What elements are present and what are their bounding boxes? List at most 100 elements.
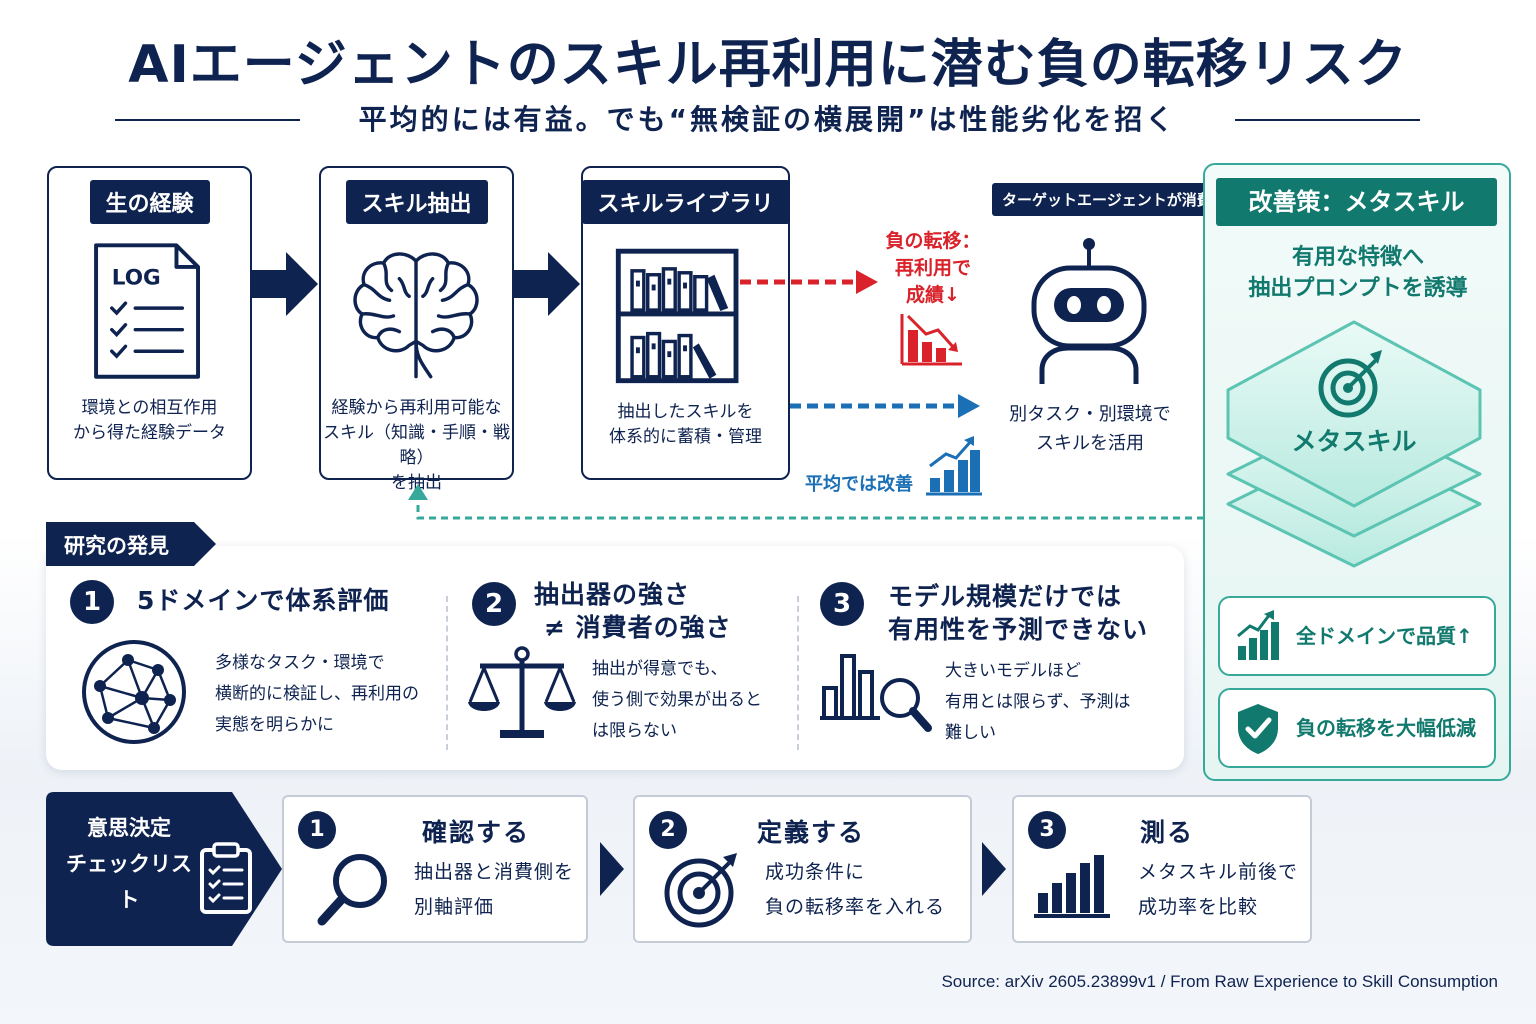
checklist-2-title: 定義する	[757, 818, 866, 847]
average-transfer-arrow	[790, 394, 980, 418]
flow-arrow-2	[514, 252, 580, 316]
flow-badge-extract: スキル抽出	[345, 180, 488, 224]
library-desc-line2: 体系的に蓄積・管理	[609, 427, 762, 447]
bar-chart-up-icon	[926, 436, 982, 496]
checklist-header-line2: チェックリスト	[66, 852, 192, 912]
checklist-3-desc-line2: 成功率を比較	[1138, 896, 1259, 918]
raw-desc-line2: から得た経験データ	[73, 423, 226, 443]
meta-skill-layers-icon: メタスキル	[1226, 320, 1482, 568]
checklist-1-title: 確認する	[422, 818, 531, 847]
finding-1-number: 1	[70, 580, 114, 624]
bar-chart-icon	[1034, 855, 1110, 918]
finding-1-desc: 多様なタスク・環境で 横断的に検証し、再利用の 実態を明らかに	[215, 648, 419, 741]
checklist-1-desc-line2: 別軸評価	[414, 896, 495, 918]
log-document-icon: LOG	[94, 243, 200, 379]
checklist-item-1: 1 確認する 抽出器と消費側を 別軸評価	[282, 795, 588, 943]
finding-2-title: 抽出器の強さ ≠ 消費者の強さ	[534, 578, 732, 644]
checklist-item-3: 3 測る メタスキル前後で 成功率を比較	[1012, 795, 1312, 943]
network-globe-icon	[82, 640, 186, 744]
feedback-arrow	[408, 484, 1204, 520]
findings-tab-label: 研究の発見	[64, 534, 169, 558]
robot-icon	[1031, 238, 1147, 384]
target-desc-line2: スキルを活用	[1036, 433, 1144, 454]
checklist-header-line1: 意思決定	[87, 816, 171, 840]
finding-1-desc-line1: 多様なタスク・環境で	[215, 653, 385, 673]
finding-1-desc-line3: 実態を明らかに	[215, 715, 334, 735]
bar-chart-down-icon	[900, 314, 962, 366]
average-improvement-label: 平均では改善	[805, 474, 913, 495]
finding-3-number: 3	[820, 582, 864, 626]
negative-line3: 成績↓	[906, 284, 960, 306]
finding-3-desc: 大きいモデルほど 有用とは限らず、予測は 難しい	[945, 656, 1130, 749]
flow-badge-library: スキルライブラリ	[581, 180, 790, 224]
source-citation: Source: arXiv 2605.23899v1 / From Raw Ex…	[941, 972, 1498, 991]
negative-transfer-arrow	[740, 270, 878, 294]
checklist-2-desc-line2: 負の転移率を入れる	[765, 896, 946, 918]
checklist-1-number: 1	[298, 811, 336, 849]
checklist-3-number: 3	[1028, 811, 1066, 849]
raw-desc-line1: 環境との相互作用	[81, 398, 218, 418]
subtitle-rule-left	[115, 119, 300, 121]
chart-magnifier-icon	[820, 654, 932, 732]
panel-card-quality-text: 全ドメインで品質↑	[1296, 624, 1473, 648]
brain-icon	[353, 252, 479, 379]
findings-box	[46, 546, 1184, 770]
findings-separator-2	[797, 596, 799, 750]
magnifier-icon	[317, 854, 387, 926]
finding-2-desc-line2: 使う側で効果が出ると	[592, 690, 762, 710]
finding-2-title-line2: ≠ 消費者の強さ	[544, 613, 732, 642]
findings-tab	[46, 522, 216, 566]
panel-card-negative-reduction: 負の転移を大幅低減	[1218, 688, 1496, 768]
extract-desc-line1: 経験から再利用可能な	[331, 398, 502, 418]
finding-2-title-line1: 抽出器の強さ	[534, 580, 691, 609]
bar-chart-up-icon	[1237, 610, 1279, 660]
finding-3-desc-line2: 有用とは限らず、予測は	[945, 692, 1131, 712]
checklist-2-desc: 成功条件に 負の転移率を入れる	[765, 855, 945, 925]
meta-skill-subtitle: 有用な特徴へ 抽出プロンプトを誘導	[1210, 242, 1506, 304]
page-subtitle: 平均的には有益。でも“無検証の横展開”は性能劣化を招く	[358, 103, 1177, 136]
checklist-header-label: 意思決定 チェックリスト	[64, 810, 194, 918]
meta-skill-title: 改善策：メタスキル	[1216, 178, 1497, 226]
checklist-3-desc-line1: メタスキル前後で	[1138, 861, 1299, 883]
finding-3-title-line2: 有用性を予測できない	[888, 615, 1149, 644]
flow-badge-raw: 生の経験	[89, 180, 210, 224]
checklist-2-number: 2	[649, 811, 687, 849]
finding-1-desc-line2: 横断的に検証し、再利用の	[215, 684, 419, 704]
meta-skill-layer-label: メタスキル	[1291, 427, 1416, 456]
extract-desc-line2: スキル（知識・手順・戦略）	[323, 423, 510, 468]
finding-3-desc-line3: 難しい	[945, 723, 996, 743]
flow-box-raw-experience: 生の経験 LOG 環境との相互作用 から得た経験データ	[47, 166, 252, 480]
extract-desc-line3: を抽出	[391, 473, 442, 493]
finding-3-title: モデル規模だけでは 有用性を予測できない	[888, 580, 1148, 646]
scale-icon	[468, 646, 576, 738]
clipboard-checklist-icon	[200, 842, 252, 914]
negative-transfer-label: 負の転移： 再利用で 成績↓	[878, 228, 988, 309]
finding-3-desc-line1: 大きいモデルほど	[945, 661, 1081, 681]
flow-box-skill-extraction: スキル抽出 経験から再利用可能な スキル（知識・手順・戦略） を抽出	[319, 166, 514, 493]
finding-1-title: 5ドメインで体系評価	[137, 586, 390, 615]
findings-separator-1	[446, 596, 448, 750]
target-desc: 別タスク・別環境で スキルを活用	[990, 400, 1190, 458]
checklist-2-desc-line1: 成功条件に	[765, 861, 866, 883]
checklist-3-title: 測る	[1140, 818, 1195, 847]
meta-skill-sub-line1: 有用な特徴へ	[1291, 245, 1424, 270]
finding-3-title-line1: モデル規模だけでは	[888, 582, 1123, 611]
checklist-1-desc: 抽出器と消費側を 別軸評価	[414, 855, 574, 925]
page-title: AIエージェントのスキル再利用に潜む負の転移リスク	[128, 35, 1408, 95]
finding-2-number: 2	[472, 582, 516, 626]
checklist-3-desc: メタスキル前後で 成功率を比較	[1138, 855, 1298, 925]
checklist-item-2: 2 定義する 成功条件に 負の転移率を入れる	[633, 795, 972, 943]
target-icon	[664, 853, 737, 928]
flow-arrow-1	[252, 252, 318, 316]
target-icon	[1318, 350, 1382, 418]
shield-check-icon	[1238, 704, 1278, 754]
panel-card-quality: 全ドメインで品質↑	[1218, 596, 1496, 676]
subtitle-bar: 平均的には有益。でも“無検証の横展開”は性能劣化を招く	[115, 98, 1420, 142]
negative-line1: 負の転移：	[885, 230, 981, 252]
target-desc-line1: 別タスク・別環境で	[1009, 404, 1171, 425]
checklist-arrow-1	[600, 842, 624, 896]
finding-2-desc-line1: 抽出が得意でも、	[592, 659, 728, 679]
library-desc-line1: 抽出したスキルを	[617, 402, 754, 422]
target-agent-badge: ターゲットエージェントが消費	[992, 183, 1222, 216]
finding-2-desc-line3: は限らない	[592, 721, 677, 741]
